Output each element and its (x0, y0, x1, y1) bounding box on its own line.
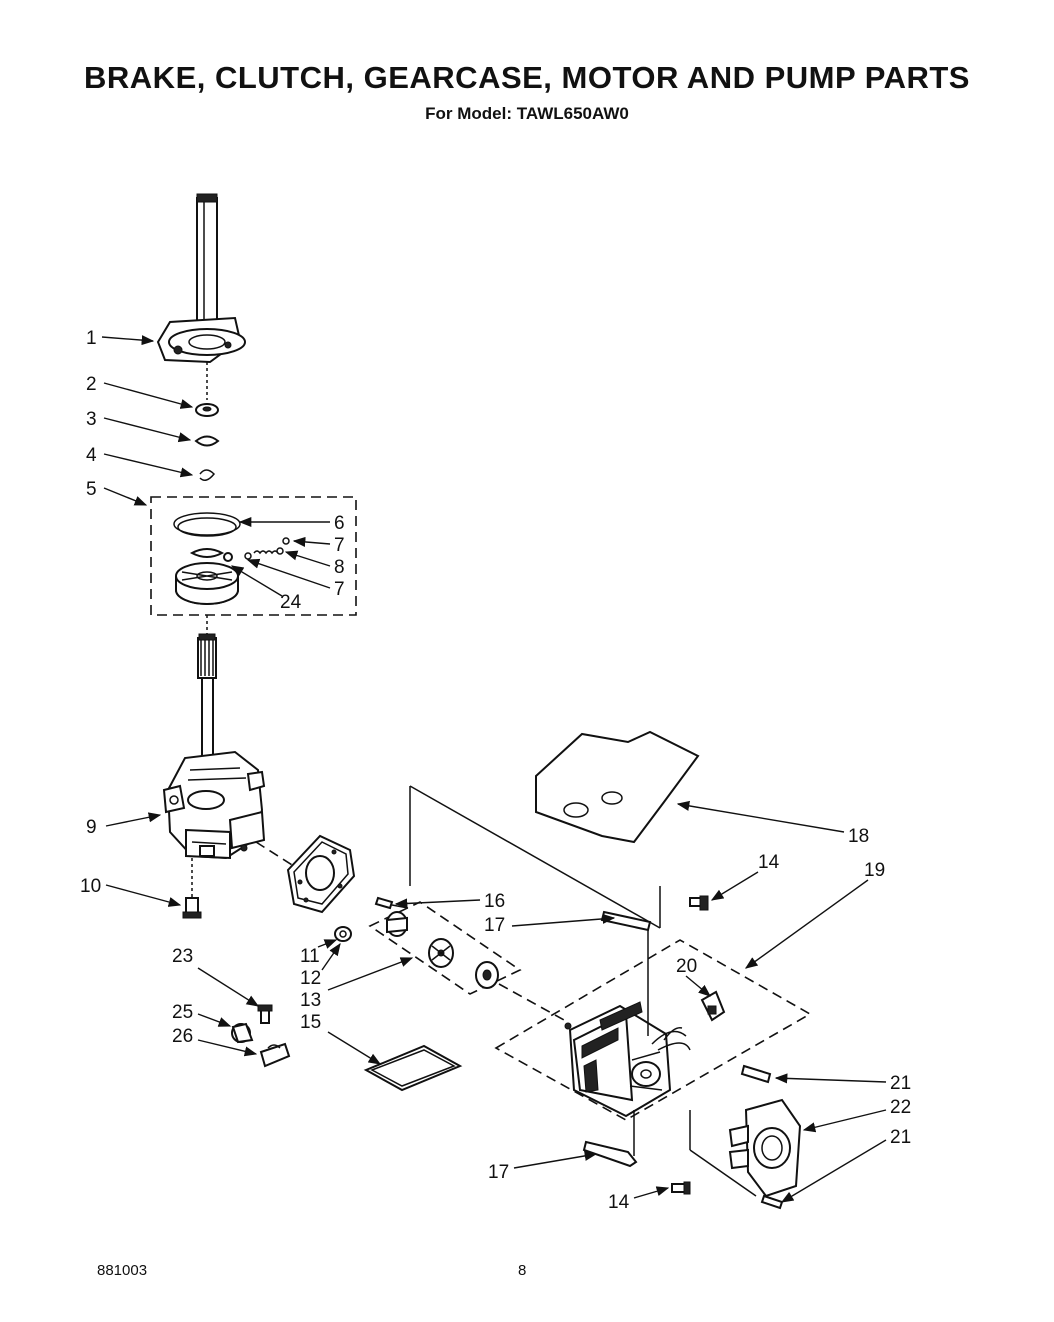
motor-pad-18 (535, 730, 700, 844)
callout-7a: 7 (334, 535, 345, 556)
callout-17b: 17 (488, 1162, 509, 1183)
callout-21a: 21 (890, 1073, 911, 1094)
gearcase-bolt (182, 897, 202, 919)
coupling-part-a (386, 911, 408, 937)
callout-14b: 14 (608, 1192, 630, 1213)
callout-26: 26 (172, 1026, 193, 1047)
bolt-16 (374, 896, 394, 910)
agitate-shaft (197, 633, 217, 797)
pulley-nut-small (334, 926, 352, 942)
motor-wires (651, 1027, 691, 1051)
callout-3: 3 (86, 409, 97, 430)
callout-15: 15 (300, 1012, 321, 1033)
motor-assembly-box (494, 939, 812, 1121)
pump-clamp-lower (760, 1194, 784, 1210)
clutch-shoes (189, 548, 233, 562)
brake-shaft-upper (196, 193, 218, 334)
page-title: BRAKE, CLUTCH, GEARCASE, MOTOR AND PUMP … (84, 60, 970, 95)
clutch-pulley (175, 562, 239, 605)
callout-23: 23 (172, 946, 193, 967)
callout-16: 16 (484, 891, 505, 912)
coupling-kit-box (368, 901, 522, 995)
clutch-kit-box (150, 496, 357, 616)
capacitor-20 (700, 990, 726, 1022)
gearcase-cover-plate (286, 834, 356, 914)
bolt-14-upper (689, 895, 709, 911)
callout-7b: 7 (334, 579, 345, 600)
gearcase (162, 750, 266, 860)
callout-21b: 21 (890, 1127, 911, 1148)
brake-hub (156, 316, 246, 364)
callout-numbers: 1 2 3 4 5 6 7 8 7 24 9 10 11 12 13 15 16… (80, 328, 911, 1213)
pump-clamp-upper (740, 1064, 772, 1084)
pad-15 (363, 1044, 463, 1092)
model-subtitle: For Model: TAWL650AW0 (425, 104, 629, 123)
mount-bar-upper (600, 910, 652, 932)
callout-2: 2 (86, 374, 97, 395)
callout-8: 8 (334, 557, 345, 578)
clamp-26 (259, 1042, 291, 1068)
diagram-code: 881003 (97, 1262, 148, 1279)
retaining-ring (199, 469, 216, 481)
bolt-14-lower (671, 1181, 691, 1195)
callout-leaders (101, 335, 887, 1203)
callout-17a: 17 (484, 915, 505, 936)
callout-13: 13 (300, 990, 321, 1011)
water-pump (728, 1098, 802, 1198)
drive-motor (564, 1001, 672, 1118)
callout-5: 5 (86, 479, 97, 500)
callout-11: 11 (300, 946, 320, 967)
callout-12: 12 (300, 968, 321, 989)
spring-clip (194, 435, 220, 447)
callout-24: 24 (280, 592, 302, 613)
page-number: 8 (518, 1262, 527, 1279)
coupling-part-c (475, 961, 499, 989)
callout-25: 25 (172, 1002, 193, 1023)
callout-10: 10 (80, 876, 101, 897)
callout-9: 9 (86, 817, 97, 838)
callout-4: 4 (86, 445, 97, 466)
bushing-25 (231, 1022, 254, 1044)
callout-19: 19 (864, 860, 885, 881)
coupling-part-b (428, 938, 454, 968)
clutch-band (173, 512, 241, 537)
callout-22: 22 (890, 1097, 911, 1118)
springs-and-clips (244, 537, 290, 560)
callout-20: 20 (676, 956, 697, 977)
callout-14a: 14 (758, 852, 780, 873)
mount-bar-lower (582, 1140, 638, 1168)
callout-1: 1 (86, 328, 97, 349)
callout-18: 18 (848, 826, 869, 847)
callout-6: 6 (334, 513, 345, 534)
screw-23 (257, 1004, 273, 1024)
